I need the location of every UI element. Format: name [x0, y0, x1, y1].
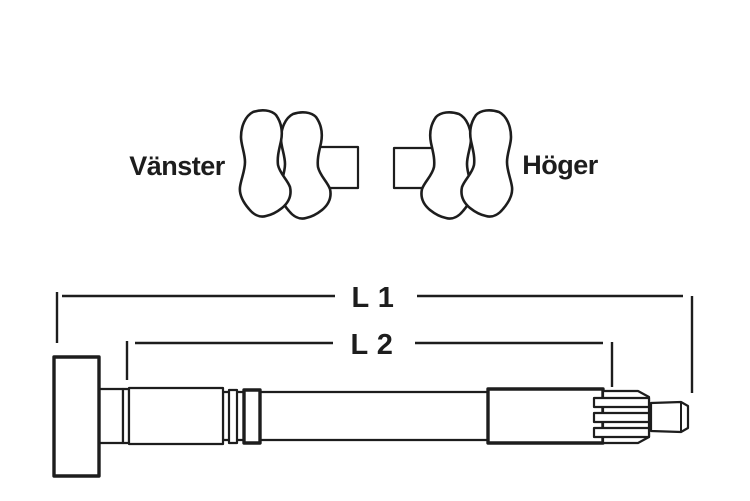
- l2-dimension-line: [125, 341, 614, 387]
- shaft-figure: [52, 355, 690, 478]
- shaft-ring-b: [227, 388, 239, 445]
- left-cam-label: Vänster: [129, 151, 225, 181]
- right-cam-label: Höger: [522, 150, 598, 180]
- shaft-spline-tooth-1: [592, 396, 651, 409]
- shaft-ring-c: [242, 388, 262, 445]
- shaft-cam-head: [52, 355, 101, 478]
- left-cam-rear-lobe: [278, 111, 332, 220]
- left-cam-figure: [238, 109, 360, 220]
- shaft-sleeve: [486, 387, 605, 445]
- shaft-end-stub: [649, 400, 690, 434]
- shaft-barrel: [127, 386, 225, 446]
- dimension-l2-label: L 2: [350, 329, 394, 361]
- shaft-spline-tooth-2: [592, 411, 651, 424]
- dimension-l1-label: L 1: [351, 282, 395, 314]
- right-cam-figure: [392, 109, 514, 220]
- left-cam-front-lobe: [238, 109, 292, 218]
- shaft-main-body: [221, 390, 490, 442]
- right-cam-rear-lobe: [420, 111, 474, 220]
- right-cam-front-lobe: [460, 109, 514, 218]
- shaft-neck: [97, 387, 125, 445]
- shaft-spline-tooth-3: [592, 426, 651, 439]
- l1-dimension-line: [55, 292, 694, 393]
